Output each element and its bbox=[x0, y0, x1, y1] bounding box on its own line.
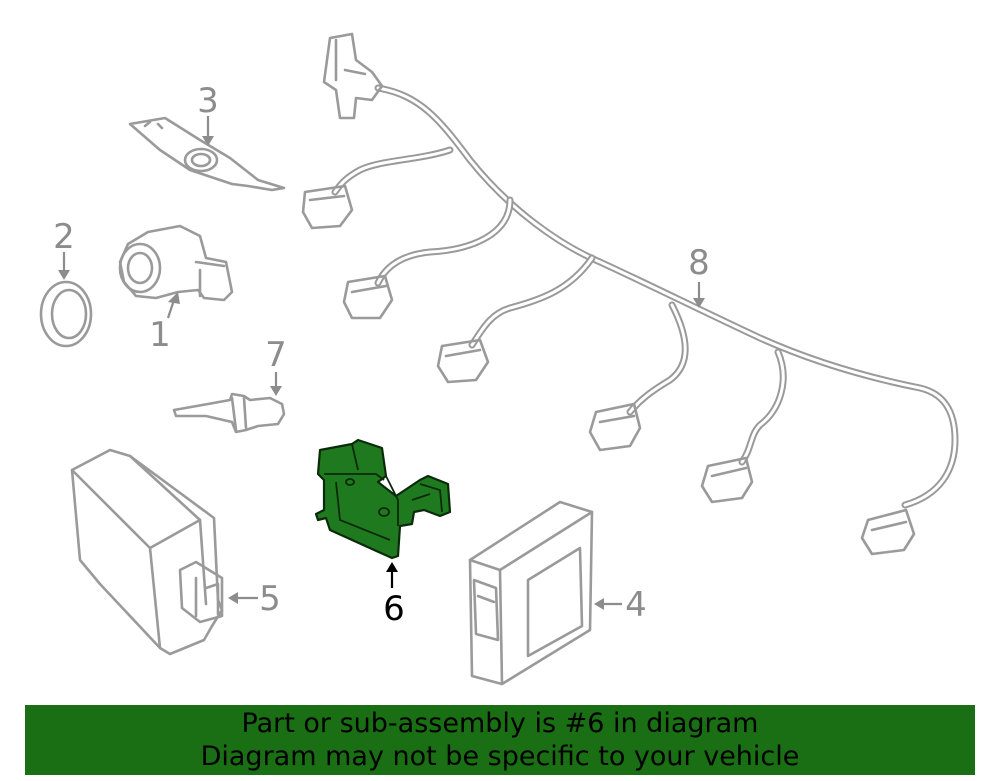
callout-7: 7 bbox=[265, 335, 287, 375]
callout-2: 2 bbox=[53, 217, 75, 257]
sensor-pin-part-7[interactable]: 7 bbox=[172, 335, 287, 434]
parts-diagram: 8 3 2 1 7 bbox=[39, 32, 959, 686]
banner-line-1: Part or sub-assembly is #6 in diagram bbox=[241, 708, 759, 739]
seal-ring-part-2[interactable]: 2 bbox=[39, 217, 93, 348]
mounting-bracket-part-6[interactable]: 6 bbox=[314, 438, 452, 629]
callout-8: 8 bbox=[688, 243, 710, 283]
wiring-harness-part-8[interactable]: 8 bbox=[301, 32, 959, 556]
callout-5: 5 bbox=[259, 579, 281, 619]
info-banner: Part or sub-assembly is #6 in diagram Di… bbox=[25, 705, 975, 775]
callout-1: 1 bbox=[149, 315, 171, 355]
callout-3: 3 bbox=[197, 81, 219, 121]
parking-sensor-part-1[interactable]: 1 bbox=[118, 224, 234, 355]
sensor-bezel-part-3[interactable]: 3 bbox=[128, 81, 286, 192]
control-module-part-5[interactable]: 5 bbox=[70, 448, 281, 656]
callout-4: 4 bbox=[625, 585, 647, 625]
banner-line-2: Diagram may not be specific to your vehi… bbox=[200, 741, 800, 772]
callout-6: 6 bbox=[383, 589, 405, 629]
ecu-module-part-4[interactable]: 4 bbox=[468, 500, 647, 686]
